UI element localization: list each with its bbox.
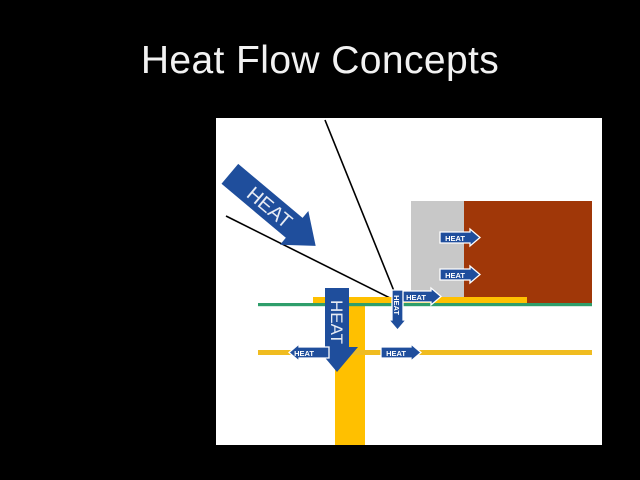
insulation-slab [411,201,464,303]
ground-conduction-heat-arrow-label: HEAT [327,300,346,344]
wall-heat-arrow-upper: HEAT [439,228,481,247]
slab-heat-arrow-right: HEAT [380,343,422,362]
junction-heat-arrow-down: HEAT [388,289,407,331]
masonry-wall [464,201,592,303]
grade-line [258,303,592,307]
heat-flow-diagram: HEAT HEAT HEAT [216,118,602,445]
junction-heat-arrow-right: HEAT [400,287,442,306]
solar-ray-upper [324,119,399,302]
incoming-solar-heat-arrow: HEAT [221,163,316,246]
junction-heat-arrow-right-label: HEAT [406,293,426,302]
wall-heat-arrow-upper-label: HEAT [445,234,465,243]
solar-ray-lower [225,215,399,303]
slab-heat-arrow-left-label: HEAT [294,349,314,358]
wall-heat-arrow-lower-label: HEAT [445,271,465,280]
diagram-svg: HEAT HEAT HEAT [221,119,592,445]
wall-heat-arrow-lower: HEAT [439,265,481,284]
slab-heat-arrow-left: HEAT [288,343,330,362]
junction-heat-arrow-down-label: HEAT [392,295,401,315]
sub-slab-line [258,350,592,355]
page-title: Heat Flow Concepts [140,39,500,82]
slab-heat-arrow-right-label: HEAT [386,349,406,358]
